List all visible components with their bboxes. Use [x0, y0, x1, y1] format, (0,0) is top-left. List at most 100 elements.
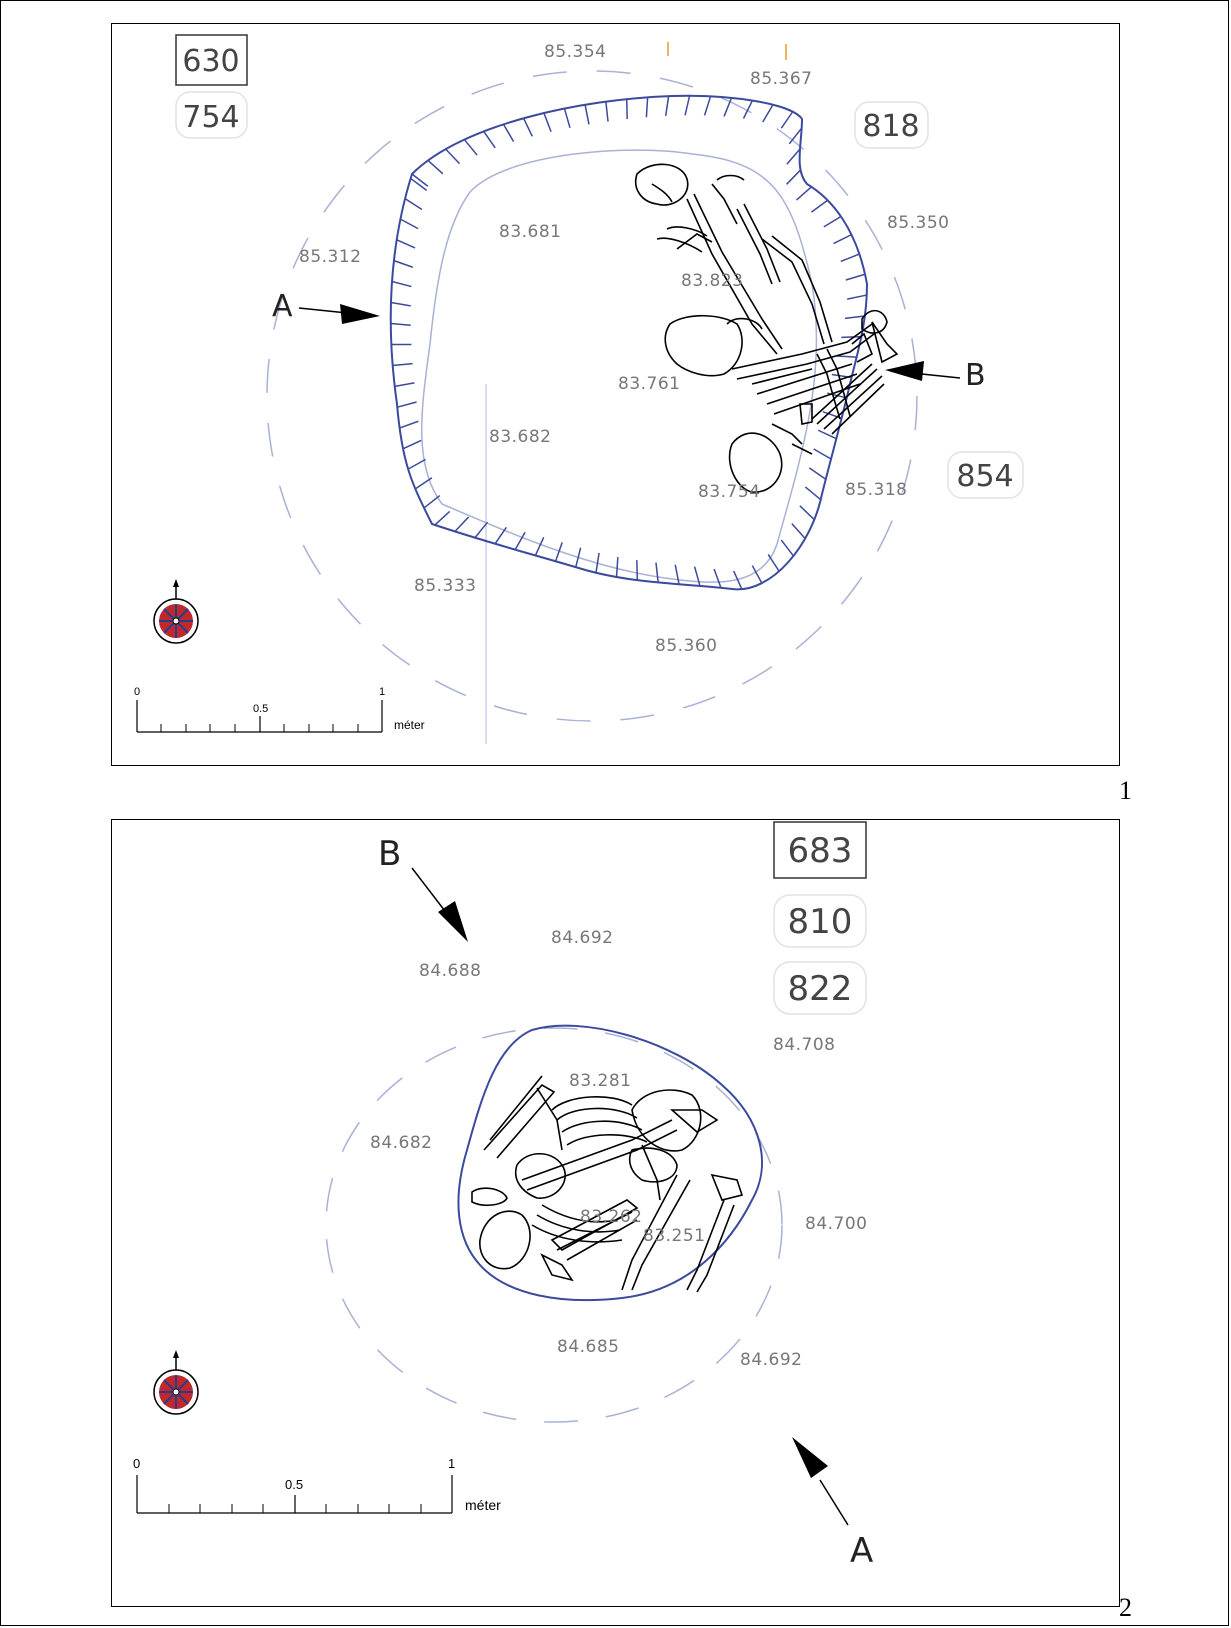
elevation-label: 85.354 — [544, 42, 606, 62]
elevation-label: 84.700 — [805, 1214, 867, 1234]
hachure-tick — [543, 112, 552, 133]
hachure-tick — [423, 494, 441, 509]
hachure-tick — [434, 510, 451, 526]
pit-bottom-contour — [421, 149, 818, 583]
figure-2-panel: 84.692 84.688 84.708 83.281 84.682 83.26… — [111, 819, 1120, 1607]
hachure-tick — [762, 104, 774, 123]
pit-outline — [457, 1024, 763, 1302]
scale-zero: 0 — [134, 686, 140, 698]
hachure-tick — [483, 130, 496, 149]
hachure-tick — [522, 117, 533, 137]
hachure-tick — [645, 97, 649, 118]
context-number: 854 — [956, 459, 1013, 494]
hachure-tick — [713, 568, 722, 589]
hachure-tick — [833, 233, 852, 245]
hachure-tick — [791, 523, 806, 540]
elevation-label: 85.333 — [414, 576, 476, 596]
elevation-label: 84.688 — [419, 961, 481, 981]
hachure-tick — [605, 101, 609, 122]
hachure-tick — [391, 280, 412, 288]
context-box-square — [175, 34, 248, 86]
hachure-tick — [732, 570, 743, 590]
elevation-label: 83.262 — [580, 1207, 642, 1227]
elevation-label: 84.692 — [551, 928, 613, 948]
context-box-rounded — [773, 894, 867, 948]
hachure-tick — [836, 355, 857, 358]
hachure-tick — [811, 199, 829, 213]
hachure-tick — [703, 96, 712, 116]
skeleton-drawing — [471, 1075, 744, 1293]
hachure-tick — [534, 536, 545, 556]
hachure-tick — [390, 322, 411, 326]
outer-contour — [266, 70, 918, 722]
hachure-tick — [786, 169, 802, 185]
context-number: 822 — [788, 969, 853, 1009]
section-label-a: A — [272, 289, 293, 324]
elevation-label: 85.360 — [655, 636, 717, 656]
hachure-tick — [813, 448, 832, 460]
hachure-tick — [788, 127, 803, 145]
arrow-icon — [411, 867, 468, 942]
context-number: 683 — [788, 831, 853, 871]
hachure-tick — [822, 410, 842, 420]
context-box-rounded — [947, 451, 1024, 499]
scale-unit: méter — [465, 1497, 501, 1513]
context-box-rounded — [854, 101, 929, 149]
section-label-a: A — [850, 1531, 873, 1571]
figure-2-plan: 84.692 84.688 84.708 83.281 84.682 83.26… — [133, 821, 873, 1571]
pit-outline — [389, 94, 869, 591]
compass-rose-icon — [153, 1350, 199, 1415]
scale-one: 1 — [379, 686, 385, 698]
hachure-tick — [742, 100, 754, 119]
hachure-tick — [751, 565, 763, 584]
hachure-tick — [463, 139, 478, 156]
elevation-label: 84.708 — [773, 1035, 835, 1055]
scale-bar: 0 0.5 1 méter — [133, 1456, 501, 1514]
hachure-tick — [427, 159, 444, 175]
pit-hachures — [390, 95, 867, 590]
scale-one: 1 — [448, 1456, 455, 1471]
elevation-label: 83.823 — [681, 271, 743, 291]
hachure-tick — [684, 95, 691, 116]
hachure-tick — [795, 186, 812, 201]
context-number: 754 — [182, 100, 239, 135]
scale-half: 0.5 — [285, 1477, 303, 1492]
hachure-tick — [823, 215, 842, 228]
hachure-tick — [390, 301, 411, 307]
hachure-tick — [563, 108, 571, 129]
hachure-tick — [817, 429, 837, 440]
context-number: 630 — [182, 44, 239, 79]
hachure-tick — [840, 253, 860, 263]
elevation-label: 85.350 — [887, 213, 949, 233]
figure-number: 2 — [1119, 1593, 1132, 1622]
outer-contour — [325, 1027, 783, 1423]
hachure-tick — [393, 259, 414, 268]
hachure-tick — [799, 505, 815, 521]
hachure-tick — [655, 562, 659, 583]
hachure-tick — [845, 273, 866, 281]
hachure-tick — [844, 315, 865, 320]
elevation-label: 83.281 — [569, 1071, 631, 1091]
hachure-tick — [404, 198, 423, 211]
arrow-icon — [298, 304, 380, 324]
hachure-tick — [693, 566, 701, 587]
elevation-label: 85.367 — [750, 69, 812, 89]
context-box-rounded — [773, 961, 867, 1015]
elevation-label: 85.312 — [299, 247, 361, 267]
hachure-tick — [399, 420, 419, 429]
hachure-tick — [615, 556, 619, 578]
figure-1-panel: 85.354 85.367 85.350 85.312 83.681 83.82… — [111, 23, 1120, 766]
elevation-label: 83.754 — [698, 482, 760, 502]
elevation-label: 85.318 — [845, 480, 907, 500]
hachure-tick — [454, 516, 470, 532]
elevation-label: 84.682 — [370, 1133, 432, 1153]
hachure-tick — [780, 111, 794, 129]
hachure-tick — [402, 439, 422, 450]
hachure-tick — [575, 547, 582, 568]
hachure-tick — [723, 97, 733, 117]
section-label-b: B — [965, 358, 986, 393]
hachure-tick — [767, 554, 780, 572]
hachure-tick — [396, 239, 416, 249]
hachure-tick — [502, 123, 515, 143]
hachure-tick — [394, 382, 415, 388]
